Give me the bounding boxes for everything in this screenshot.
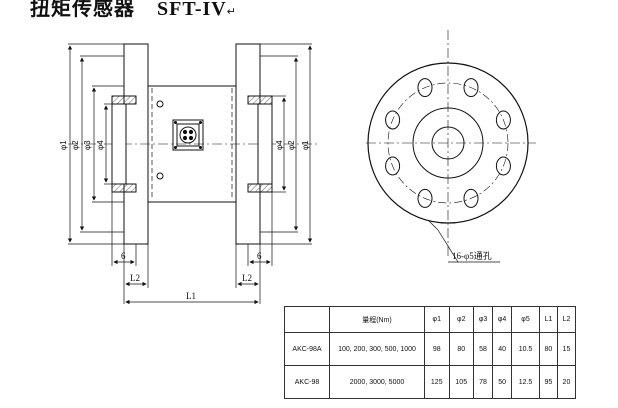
bolt-hole — [463, 78, 479, 98]
cell-value: 40 — [492, 332, 513, 366]
cell-value: 80 — [448, 332, 474, 366]
cell-value: 10.5 — [511, 332, 540, 366]
cell-model: AKC-98A — [284, 332, 330, 366]
front-view — [366, 30, 536, 263]
screw-bottom — [156, 172, 164, 180]
header-l1: L1 — [538, 306, 558, 333]
dim-label-phi4-right: φ4 — [275, 140, 284, 150]
header-range: 量程(Nm) — [329, 306, 425, 333]
header-model — [284, 306, 330, 333]
cell-range: 100, 200, 300, 500, 1000 — [329, 332, 425, 366]
cell-value: 125 — [424, 365, 450, 399]
dim-label-phi3-left: φ3 — [83, 140, 92, 150]
spec-table: 量程(Nm) φ1 φ2 φ3 φ4 φ5 L1 L2 AKC-98A 100,… — [284, 306, 577, 399]
dim-label-l2-left: L2 — [130, 273, 140, 283]
header-l2: L2 — [556, 306, 577, 333]
cell-value: 15 — [556, 332, 577, 366]
bolt-hole — [495, 156, 511, 176]
side-view — [67, 43, 318, 305]
bore-circle — [431, 126, 465, 160]
title-chinese: 扭矩传感器 — [30, 0, 135, 20]
bolt-hole — [463, 188, 479, 208]
bolt-hole — [385, 110, 401, 130]
bolt-hole — [417, 78, 433, 98]
hub-circle — [412, 107, 484, 179]
cell-value: 98 — [424, 332, 450, 366]
page-title: 扭矩传感器 SFT-IV↵ — [30, 0, 237, 21]
cell-value: 58 — [472, 332, 494, 366]
dim-label-phi4-left: φ4 — [96, 140, 105, 150]
dim-label-phi1-left: φ1 — [59, 140, 68, 150]
bolt-hole — [385, 156, 401, 176]
return-mark: ↵ — [226, 6, 237, 18]
cell-value: 50 — [492, 365, 513, 399]
cell-value: 95 — [538, 365, 558, 399]
header-phi2: φ2 — [448, 306, 474, 333]
dim-label-phi1-right: φ1 — [301, 140, 310, 150]
cell-value: 12.5 — [511, 365, 540, 399]
header-phi3: φ3 — [472, 306, 494, 333]
table-row: AKC-98A 100, 200, 300, 500, 1000 98 80 5… — [284, 332, 577, 366]
dim-label-6-right: 6 — [257, 251, 262, 261]
model-number: SFT-IV — [157, 0, 227, 20]
connector-outer — [172, 119, 204, 151]
hole-note: 16-φ5通孔 — [452, 251, 492, 261]
sensor-body — [147, 85, 237, 203]
cell-value: 20 — [556, 365, 577, 399]
dim-label-phi2-right: φ2 — [287, 140, 296, 150]
bolt-holes — [385, 78, 511, 208]
spec-table-header-row: 量程(Nm) φ1 φ2 φ3 φ4 φ5 L1 L2 — [284, 306, 577, 333]
dim-label-l2-right: L2 — [242, 273, 252, 283]
table-row: AKC-98 2000, 3000, 5000 125 105 78 50 12… — [284, 365, 577, 399]
cell-model: AKC-98 — [284, 365, 330, 399]
header-phi1: φ1 — [424, 306, 450, 333]
cell-range: 2000, 3000, 5000 — [329, 365, 425, 399]
screw-top — [156, 100, 164, 108]
bolt-hole — [417, 188, 433, 208]
flange-outer-circle — [367, 62, 529, 224]
dim-label-l1: L1 — [186, 291, 196, 301]
cell-value: 80 — [538, 332, 558, 366]
dim-label-phi2-left: φ2 — [71, 140, 80, 150]
cell-value: 78 — [472, 365, 494, 399]
dim-label-6-left: 6 — [121, 251, 126, 261]
cell-value: 105 — [448, 365, 474, 399]
bolt-hole — [495, 110, 511, 130]
header-phi4: φ4 — [492, 306, 513, 333]
header-phi5: φ5 — [511, 306, 540, 333]
bolt-circle — [387, 82, 509, 204]
